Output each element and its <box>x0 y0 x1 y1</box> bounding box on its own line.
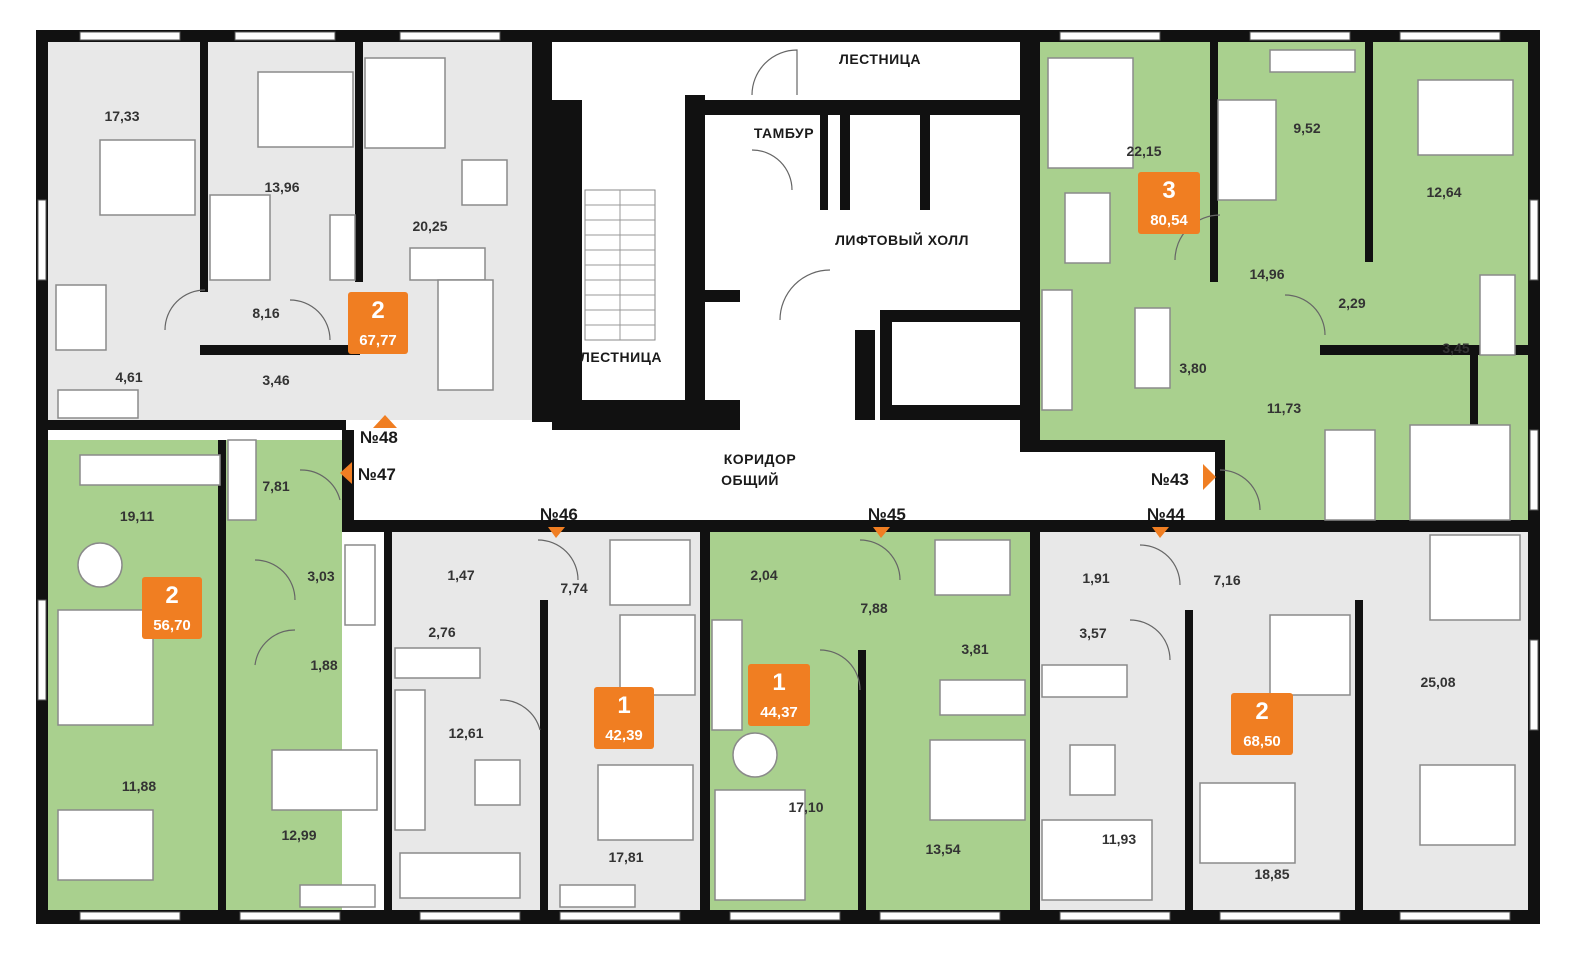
room-area-label: 13,54 <box>925 841 960 857</box>
apartment-number-46: №46 <box>540 505 578 524</box>
room-area-label: 7,81 <box>262 478 289 494</box>
room-area-label: 25,08 <box>1420 674 1455 690</box>
room-area-label: 17,81 <box>608 849 643 865</box>
zone-label-stair-top: ЛЕСТНИЦА <box>839 51 921 67</box>
room-area-label: 3,81 <box>961 641 988 657</box>
furniture <box>55 49 1521 908</box>
apartment-badge-43[interactable]: 3 80,54 <box>1138 172 1200 234</box>
apartment-number-44: №44 <box>1147 505 1185 524</box>
room-area-label: 11,93 <box>1102 831 1136 847</box>
room-area-label: 12,99 <box>281 827 316 843</box>
room-area-label: 4,61 <box>115 369 142 385</box>
room-area-label: 3,46 <box>262 372 289 388</box>
svg-text:3: 3 <box>1162 177 1175 204</box>
apartment-badge-45[interactable]: 1 44,37 <box>748 664 810 726</box>
zone-label-lift-hall: ЛИФТОВЫЙ ХОЛЛ <box>835 231 969 248</box>
room-area-label: 11,73 <box>1267 400 1301 416</box>
room-area-label: 3,45 <box>1442 340 1469 356</box>
svg-text:1: 1 <box>617 692 630 719</box>
zone-label-stair-left: ЛЕСТНИЦА <box>580 349 662 365</box>
room-area-label: 7,74 <box>560 580 587 596</box>
svg-text:2: 2 <box>1255 698 1268 725</box>
room-area-label: 17,10 <box>788 799 823 815</box>
svg-text:1: 1 <box>772 669 785 696</box>
room-area-label: 12,64 <box>1426 184 1461 200</box>
room-area-label: 11,88 <box>122 778 156 794</box>
room-area-label: 9,52 <box>1293 120 1320 136</box>
svg-text:68,50: 68,50 <box>1243 733 1281 750</box>
apartment-number-45: №45 <box>868 505 906 524</box>
apartment-badge-46[interactable]: 1 42,39 <box>594 687 654 749</box>
zone-label-corridor-line2: ОБЩИЙ <box>721 471 779 488</box>
room-area-label: 12,61 <box>448 725 483 741</box>
doors <box>164 49 1326 731</box>
room-area-label: 2,76 <box>428 624 455 640</box>
room-area-label: 8,16 <box>252 305 279 321</box>
apartment-badge-48[interactable]: 2 67,77 <box>348 292 408 354</box>
room-area-label: 2,04 <box>750 567 777 583</box>
svg-text:80,54: 80,54 <box>1150 212 1188 229</box>
room-area-label: 7,16 <box>1213 572 1240 588</box>
room-area-label: 3,80 <box>1179 360 1206 376</box>
room-area-label: 20,25 <box>412 218 447 234</box>
svg-text:42,39: 42,39 <box>605 727 643 744</box>
room-area-label: 3,57 <box>1079 625 1106 641</box>
windows <box>37 31 1539 921</box>
apartment-number-47: №47 <box>358 465 396 484</box>
staircase <box>584 189 656 341</box>
svg-text:56,70: 56,70 <box>153 617 191 634</box>
apartment-badge-44[interactable]: 2 68,50 <box>1231 693 1293 755</box>
entrance-markers <box>340 415 1216 538</box>
room-area-label: 14,96 <box>1249 266 1284 282</box>
room-area-label: 18,85 <box>1254 866 1289 882</box>
svg-text:2: 2 <box>165 582 178 609</box>
zone-label-corridor-line1: КОРИДОР <box>724 451 797 467</box>
apartment-number-43: №43 <box>1151 470 1189 489</box>
zone-label-vestibule: ТАМБУР <box>754 125 814 141</box>
room-area-label: 17,33 <box>104 108 139 124</box>
room-area-label: 19,11 <box>120 508 154 524</box>
room-area-label: 1,91 <box>1082 570 1109 586</box>
apartment-number-48: №48 <box>360 428 398 447</box>
svg-text:67,77: 67,77 <box>359 332 397 349</box>
room-area-label: 2,29 <box>1338 295 1365 311</box>
room-area-label: 13,96 <box>264 179 299 195</box>
svg-text:2: 2 <box>371 297 384 324</box>
room-area-label: 1,47 <box>447 567 474 583</box>
room-area-label: 22,15 <box>1126 143 1161 159</box>
room-area-label: 7,88 <box>860 600 887 616</box>
svg-text:44,37: 44,37 <box>760 704 798 721</box>
apartment-badge-47[interactable]: 2 56,70 <box>142 577 202 639</box>
room-area-label: 1,88 <box>310 657 337 673</box>
room-area-label: 3,03 <box>307 568 334 584</box>
